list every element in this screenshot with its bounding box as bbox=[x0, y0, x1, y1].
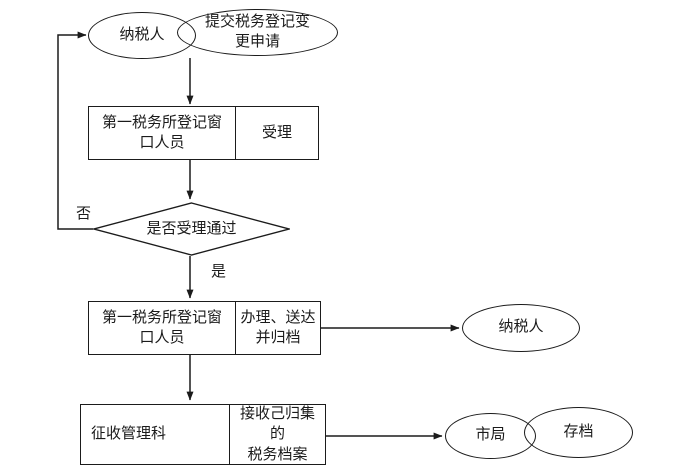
node-collection-dept-actor: 征收管理科 bbox=[91, 426, 167, 443]
node-first-office-handle-action-line2: 并归档 bbox=[255, 330, 301, 346]
node-taxpayer-end[interactable]: 纳税人 bbox=[462, 304, 580, 352]
node-archive[interactable]: 存档 bbox=[524, 407, 633, 458]
node-archive-label: 存档 bbox=[563, 423, 594, 440]
node-first-office-accept-actor-line2: 口人员 bbox=[139, 135, 185, 151]
node-decision-accept-label: 是否受理通过 bbox=[146, 221, 237, 237]
node-collection-dept-action-line1: 接收己归集的 bbox=[239, 406, 315, 443]
node-submit-request-label: 提交税务登记变 更申请 bbox=[205, 13, 310, 51]
node-taxpayer-start[interactable]: 纳税人 bbox=[88, 12, 196, 59]
node-collection-dept-divider bbox=[229, 405, 230, 464]
node-first-office-accept-actor: 第一税务所登记窗 口人员 bbox=[89, 107, 235, 159]
node-first-office-accept-actor-line1: 第一税务所登记窗 bbox=[101, 114, 222, 131]
decision-diamond-shape bbox=[93, 202, 290, 256]
node-collection-dept-action: 接收己归集的 税务档案 bbox=[230, 405, 325, 464]
node-first-office-handle-divider bbox=[235, 302, 236, 354]
edge-label-yes: 是 bbox=[211, 264, 227, 280]
node-city-bureau-label: 市局 bbox=[475, 427, 506, 444]
node-collection-dept-action-line2: 税务档案 bbox=[247, 446, 308, 463]
node-first-office-handle-actor-line1: 第一税务所登记窗 bbox=[101, 309, 222, 326]
node-decision-accept[interactable]: 是否受理通过 bbox=[93, 202, 290, 256]
node-first-office-handle-actor-line2: 口人员 bbox=[139, 330, 185, 346]
node-submit-request-line2: 更申请 bbox=[234, 33, 280, 50]
node-first-office-handle-action-line1: 办理、送达 bbox=[240, 309, 316, 326]
node-taxpayer-start-label: 纳税人 bbox=[119, 26, 165, 43]
node-first-office-accept[interactable]: 第一税务所登记窗 口人员 受理 bbox=[88, 106, 319, 160]
node-first-office-handle[interactable]: 第一税务所登记窗 口人员 办理、送达 并归档 bbox=[88, 301, 321, 355]
node-first-office-handle-action: 办理、送达 并归档 bbox=[236, 302, 320, 354]
node-taxpayer-end-label: 纳税人 bbox=[498, 319, 544, 336]
node-first-office-accept-divider bbox=[235, 107, 236, 159]
node-city-bureau[interactable]: 市局 bbox=[445, 413, 536, 459]
node-first-office-accept-action: 受理 bbox=[261, 124, 292, 141]
node-collection-dept[interactable]: 征收管理科 接收己归集的 税务档案 bbox=[80, 404, 326, 465]
node-submit-request-line1: 提交税务登记变 bbox=[204, 14, 310, 31]
edge-label-no: 否 bbox=[76, 206, 92, 222]
node-first-office-handle-actor: 第一税务所登记窗 口人员 bbox=[89, 302, 235, 354]
node-submit-request[interactable]: 提交税务登记变 更申请 bbox=[177, 9, 338, 56]
